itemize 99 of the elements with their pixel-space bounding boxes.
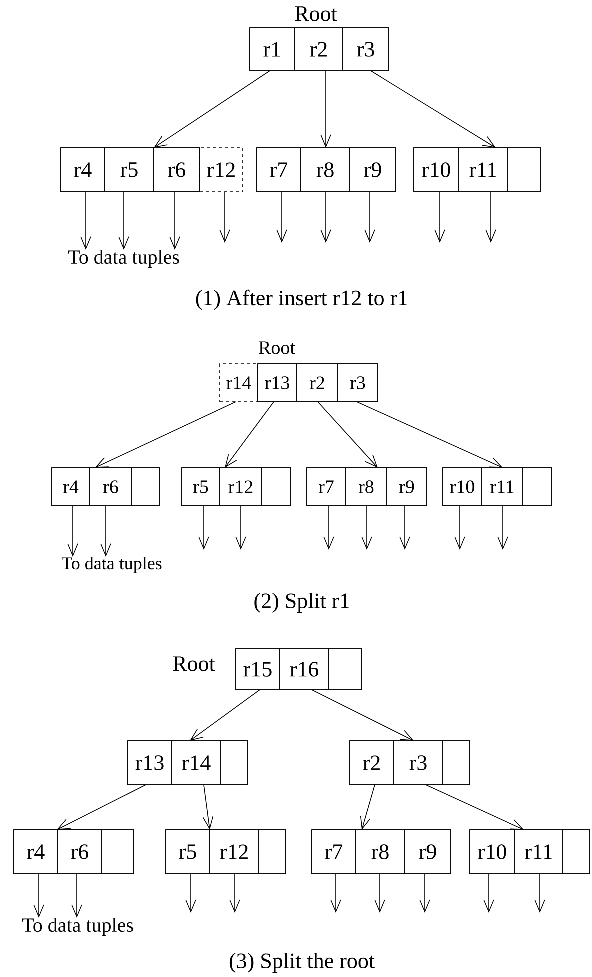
caption: (1) After insert r12 to r1 bbox=[196, 290, 408, 310]
arrow bbox=[220, 192, 230, 243]
empty-cell bbox=[522, 468, 552, 506]
root-label: Root bbox=[259, 342, 296, 354]
record-cell: r3 bbox=[342, 28, 390, 72]
record-cell: r5 bbox=[104, 148, 154, 192]
empty-cell bbox=[562, 830, 590, 874]
arrow bbox=[154, 70, 270, 148]
record-cell: r7 bbox=[306, 468, 346, 506]
arrow bbox=[68, 506, 78, 558]
record-cell: r9 bbox=[386, 468, 428, 506]
arrow bbox=[364, 192, 376, 243]
record-cell: r16 bbox=[280, 648, 330, 690]
record-cell: r11 bbox=[482, 468, 524, 506]
record-cell: r10 bbox=[414, 148, 460, 192]
arrow bbox=[356, 402, 503, 468]
arrow bbox=[360, 784, 376, 830]
record-cell: r14 bbox=[172, 740, 222, 786]
empty-cell bbox=[442, 740, 470, 786]
arrow bbox=[100, 506, 112, 558]
record-cell: r7 bbox=[256, 148, 302, 192]
arrow bbox=[312, 690, 414, 742]
arrow bbox=[320, 70, 332, 148]
note-text: To data tuples bbox=[68, 250, 180, 268]
arrow bbox=[534, 874, 546, 913]
arrow bbox=[170, 192, 180, 250]
arrow bbox=[72, 874, 82, 918]
arrow bbox=[434, 192, 446, 243]
record-cell: r4 bbox=[14, 830, 58, 874]
record-cell: r13 bbox=[128, 740, 172, 786]
caption: (3) Split the root bbox=[230, 953, 375, 973]
record-cell: r9 bbox=[350, 148, 396, 192]
note-text: To data tuples bbox=[62, 557, 162, 574]
arrow bbox=[370, 70, 496, 148]
arrow bbox=[400, 506, 410, 550]
record-cell: r6 bbox=[90, 468, 132, 506]
record-cell: r6 bbox=[58, 830, 102, 874]
record-cell: r5 bbox=[182, 468, 220, 506]
arrow bbox=[202, 784, 214, 830]
arrow bbox=[190, 690, 260, 742]
arrow bbox=[95, 402, 236, 468]
record-cell: r15 bbox=[236, 648, 280, 690]
record-cell: r12 bbox=[210, 830, 260, 874]
arrow bbox=[318, 402, 378, 468]
record-cell: r8 bbox=[346, 468, 388, 506]
arrow bbox=[57, 784, 146, 830]
arrow bbox=[324, 506, 334, 550]
arrow bbox=[486, 192, 496, 243]
record-cell: r3 bbox=[394, 740, 444, 786]
record-cell: r2 bbox=[294, 28, 344, 72]
record-cell: r7 bbox=[312, 830, 356, 874]
record-cell: r11 bbox=[514, 830, 564, 874]
arrow bbox=[426, 784, 524, 830]
empty-cell bbox=[258, 830, 286, 874]
record-cell: r8 bbox=[300, 148, 350, 192]
record-cell: r8 bbox=[356, 830, 406, 874]
arrow bbox=[186, 874, 196, 914]
root-label: Root bbox=[173, 656, 216, 672]
note-text: To data tuples bbox=[22, 918, 134, 936]
record-cell: r14 bbox=[220, 364, 258, 402]
arrow bbox=[374, 874, 386, 913]
record-cell: r2 bbox=[350, 740, 394, 786]
record-cell: r2 bbox=[296, 364, 338, 402]
empty-cell bbox=[220, 740, 248, 786]
empty-cell bbox=[102, 830, 134, 874]
arrow bbox=[34, 874, 44, 918]
root-label: Root bbox=[295, 6, 338, 22]
empty-cell bbox=[508, 148, 542, 192]
arrow bbox=[420, 874, 430, 913]
record-cell: r9 bbox=[404, 830, 452, 874]
record-cell: r5 bbox=[166, 830, 210, 874]
record-cell: r4 bbox=[52, 468, 90, 506]
record-cell: r12 bbox=[220, 468, 262, 506]
record-cell: r13 bbox=[258, 364, 298, 402]
arrow bbox=[454, 506, 466, 550]
empty-cell bbox=[262, 468, 292, 506]
record-cell: r4 bbox=[60, 148, 106, 192]
record-cell: r10 bbox=[470, 830, 516, 874]
record-cell: r6 bbox=[154, 148, 200, 192]
record-cell: r12 bbox=[200, 148, 244, 192]
record-cell: r10 bbox=[442, 468, 482, 506]
arrow bbox=[498, 506, 508, 550]
record-cell: r3 bbox=[338, 364, 378, 402]
arrow bbox=[362, 506, 372, 550]
arrow bbox=[484, 874, 494, 913]
arrow bbox=[320, 192, 332, 243]
arrow bbox=[330, 874, 342, 913]
record-cell: r11 bbox=[458, 148, 508, 192]
arrow bbox=[225, 402, 274, 468]
arrow bbox=[276, 192, 288, 243]
empty-cell bbox=[328, 648, 362, 690]
arrow bbox=[230, 874, 240, 914]
empty-cell bbox=[132, 468, 160, 506]
caption: (2) Split r1 bbox=[254, 593, 349, 613]
arrow bbox=[198, 506, 210, 550]
arrow bbox=[118, 192, 130, 250]
arrow bbox=[80, 192, 92, 250]
arrow bbox=[236, 506, 246, 550]
record-cell: r1 bbox=[250, 28, 296, 72]
